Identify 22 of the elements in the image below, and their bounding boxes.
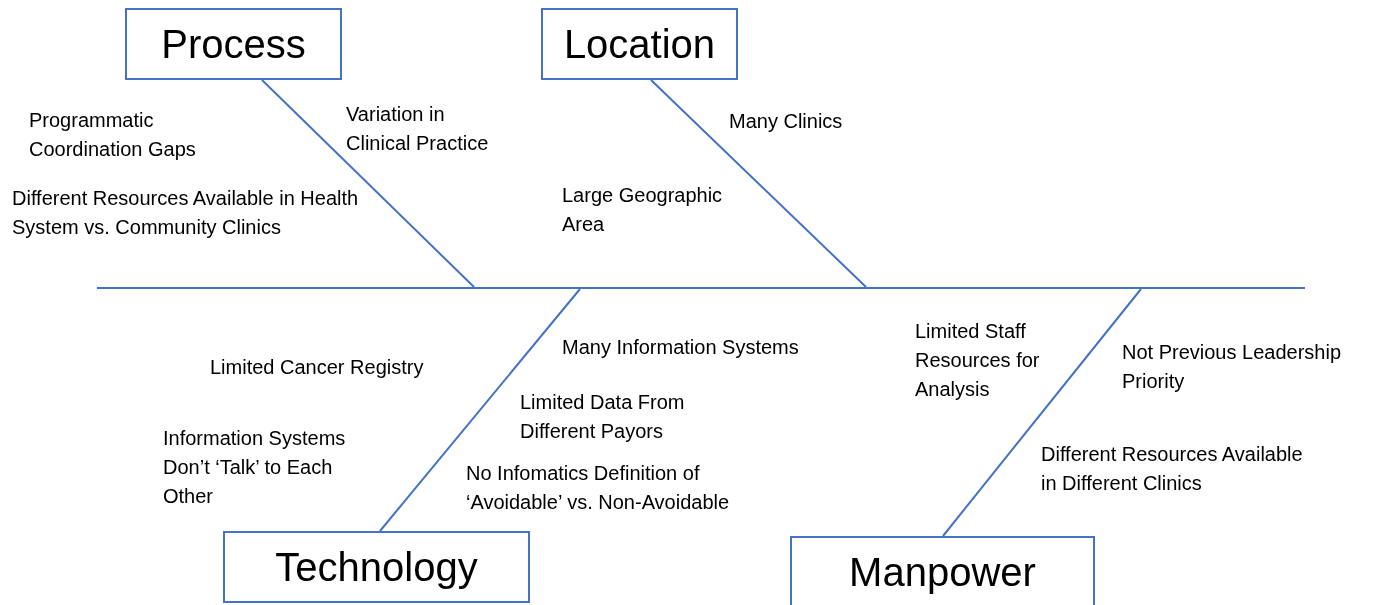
connector-line (379, 288, 581, 532)
category-box: Manpower (790, 536, 1095, 605)
cause-label: Many Information Systems (562, 335, 800, 360)
cause-label: Limited Staff Resources for Analysis (915, 319, 1041, 402)
cause-label: Variation in Clinical Practice (346, 102, 490, 156)
cause-label: Different Resources Available in Health System vs. Community Clinics (12, 186, 360, 240)
cause-label: No Infomatics Definition of ‘Avoidable’ vs. Non-Avoidable (466, 461, 731, 515)
cause-label: Limited Cancer Registry (210, 355, 425, 380)
cause-label: Programmatic Coordination Gaps (29, 108, 197, 162)
connector-line (942, 288, 1142, 537)
cause-label: Large Geographic Area (562, 183, 724, 237)
cause-label: Many Clinics (729, 109, 844, 134)
category-box: Process (125, 8, 342, 80)
cause-label: Information Systems Don’t ‘Talk’ to Each Other (163, 426, 347, 509)
connector-line (261, 79, 475, 288)
category-box: Location (541, 8, 738, 80)
connector-line (650, 79, 867, 288)
spine-line (97, 287, 1305, 289)
category-box: Technology (223, 531, 530, 603)
cause-label: Not Previous Leadership Priority (1122, 340, 1342, 394)
cause-label: Limited Data From Different Payors (520, 390, 686, 444)
cause-label: Different Resources Available in Different Clinics (1041, 442, 1304, 496)
